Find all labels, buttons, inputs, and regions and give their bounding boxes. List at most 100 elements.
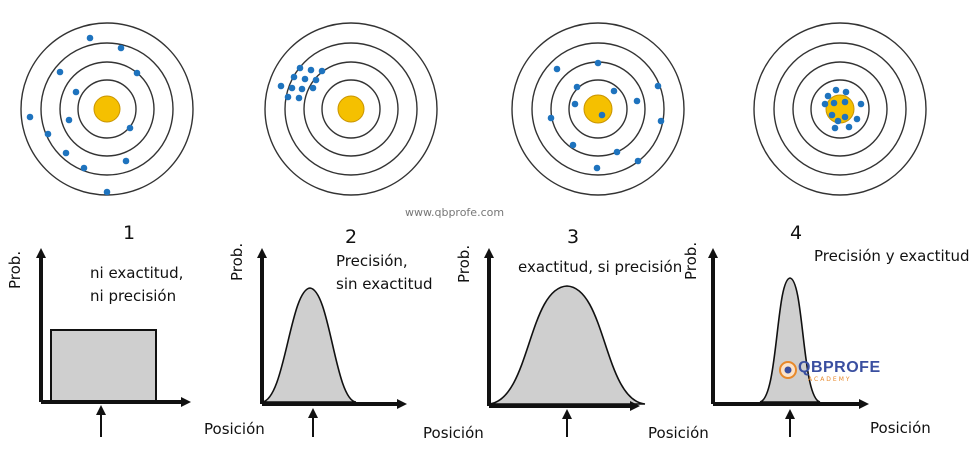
hit-dot: [122, 157, 130, 165]
hit-dot: [72, 88, 80, 96]
target-4: [753, 22, 927, 196]
panel-number: 2: [345, 226, 358, 248]
target-ring: [568, 79, 628, 139]
hit-dot: [857, 100, 865, 108]
hit-dot: [598, 111, 606, 119]
target-2: [264, 22, 438, 196]
hit-dot: [821, 100, 829, 108]
hit-dot: [86, 34, 94, 42]
panel-caption: Precisión y exactitud: [814, 245, 970, 268]
hit-dot: [309, 84, 317, 92]
hit-dot: [301, 75, 309, 83]
bullseye: [93, 95, 121, 123]
hit-dot: [828, 111, 836, 119]
hit-dot: [830, 99, 838, 107]
target-1: [20, 22, 194, 196]
hit-dot: [295, 94, 303, 102]
logo-subtitle: ACADEMY: [808, 376, 852, 383]
target-ring: [303, 61, 399, 157]
hit-dot: [553, 65, 561, 73]
hit-dot: [117, 44, 125, 52]
bullseye: [583, 94, 613, 124]
panel-number: 3: [567, 226, 580, 248]
caption-line: exactitud, si precisión: [518, 258, 683, 276]
hit-dot: [80, 164, 88, 172]
target-ring: [531, 42, 665, 176]
hit-dot: [62, 149, 70, 157]
target-ring: [40, 42, 174, 176]
x-axis-label: Posición: [870, 419, 931, 437]
distribution-3: [484, 248, 646, 437]
hit-dot: [284, 93, 292, 101]
target-ring: [77, 79, 137, 139]
hit-dot: [290, 73, 298, 81]
narrow-centered-curve: [759, 277, 821, 403]
panel-number: 4: [790, 222, 803, 244]
watermark: www.qbprofe.com: [405, 206, 505, 219]
wide-centered-curve: [488, 285, 646, 405]
hit-dot: [654, 82, 662, 90]
hit-dot: [296, 64, 304, 72]
y-axis-label: Prob.: [228, 242, 246, 281]
logo-emblem: [779, 361, 797, 379]
target-ring: [792, 61, 888, 157]
logo-core: [784, 366, 792, 374]
hit-dot: [842, 88, 850, 96]
hit-dot: [573, 83, 581, 91]
x-axis-label: Posición: [204, 420, 265, 438]
hit-dot: [318, 67, 326, 75]
target-ring: [59, 61, 155, 157]
hit-dot: [831, 124, 839, 132]
y-axis-label: Prob.: [682, 241, 700, 280]
caption-line: ni exactitud,: [90, 264, 184, 282]
target-ring: [773, 42, 907, 176]
caption-line: sin exactitud: [336, 275, 433, 293]
target-ring: [511, 22, 685, 196]
distribution-2: [257, 248, 407, 437]
uniform-distribution: [50, 329, 157, 403]
hit-dot: [277, 82, 285, 90]
narrow-shifted-curve: [261, 287, 357, 403]
hit-dot: [103, 188, 111, 196]
panel-caption: Precisión, sin exactitud: [336, 250, 433, 296]
hit-dot: [634, 157, 642, 165]
hit-dot: [26, 113, 34, 121]
hits: [277, 64, 326, 102]
hit-dot: [613, 148, 621, 156]
hit-dot: [841, 98, 849, 106]
target-3: [511, 22, 685, 196]
x-axis-label: Posición: [423, 424, 484, 442]
hit-dot: [569, 141, 577, 149]
hit-dot: [547, 114, 555, 122]
caption-line: ni precisión: [90, 287, 177, 305]
hit-dot: [834, 117, 842, 125]
distribution-1: [36, 248, 191, 437]
hit-dot: [298, 85, 306, 93]
target-ring: [284, 42, 418, 176]
hit-dot: [845, 123, 853, 131]
hit-dot: [594, 59, 602, 67]
hit-dot: [633, 97, 641, 105]
y-axis-label: Prob.: [6, 250, 24, 289]
hit-dot: [832, 86, 840, 94]
hit-dot: [65, 116, 73, 124]
hit-dot: [56, 68, 64, 76]
hit-dot: [312, 76, 320, 84]
hit-dot: [610, 87, 618, 95]
x-axis-label: Posición: [648, 424, 709, 442]
y-axis-label: Prob.: [455, 244, 473, 283]
caption-line: Precisión,: [336, 252, 408, 270]
hit-dot: [593, 164, 601, 172]
target-ring: [264, 22, 438, 196]
target-ring: [810, 79, 870, 139]
hit-dot: [307, 66, 315, 74]
caption-line: Precisión y exactitud: [814, 247, 970, 265]
hits: [547, 59, 665, 172]
hit-dot: [824, 92, 832, 100]
panel-caption: ni exactitud, ni precisión: [90, 262, 183, 308]
hits: [821, 86, 865, 132]
hit-dot: [44, 130, 52, 138]
hit-dot: [853, 115, 861, 123]
hit-dot: [841, 113, 849, 121]
